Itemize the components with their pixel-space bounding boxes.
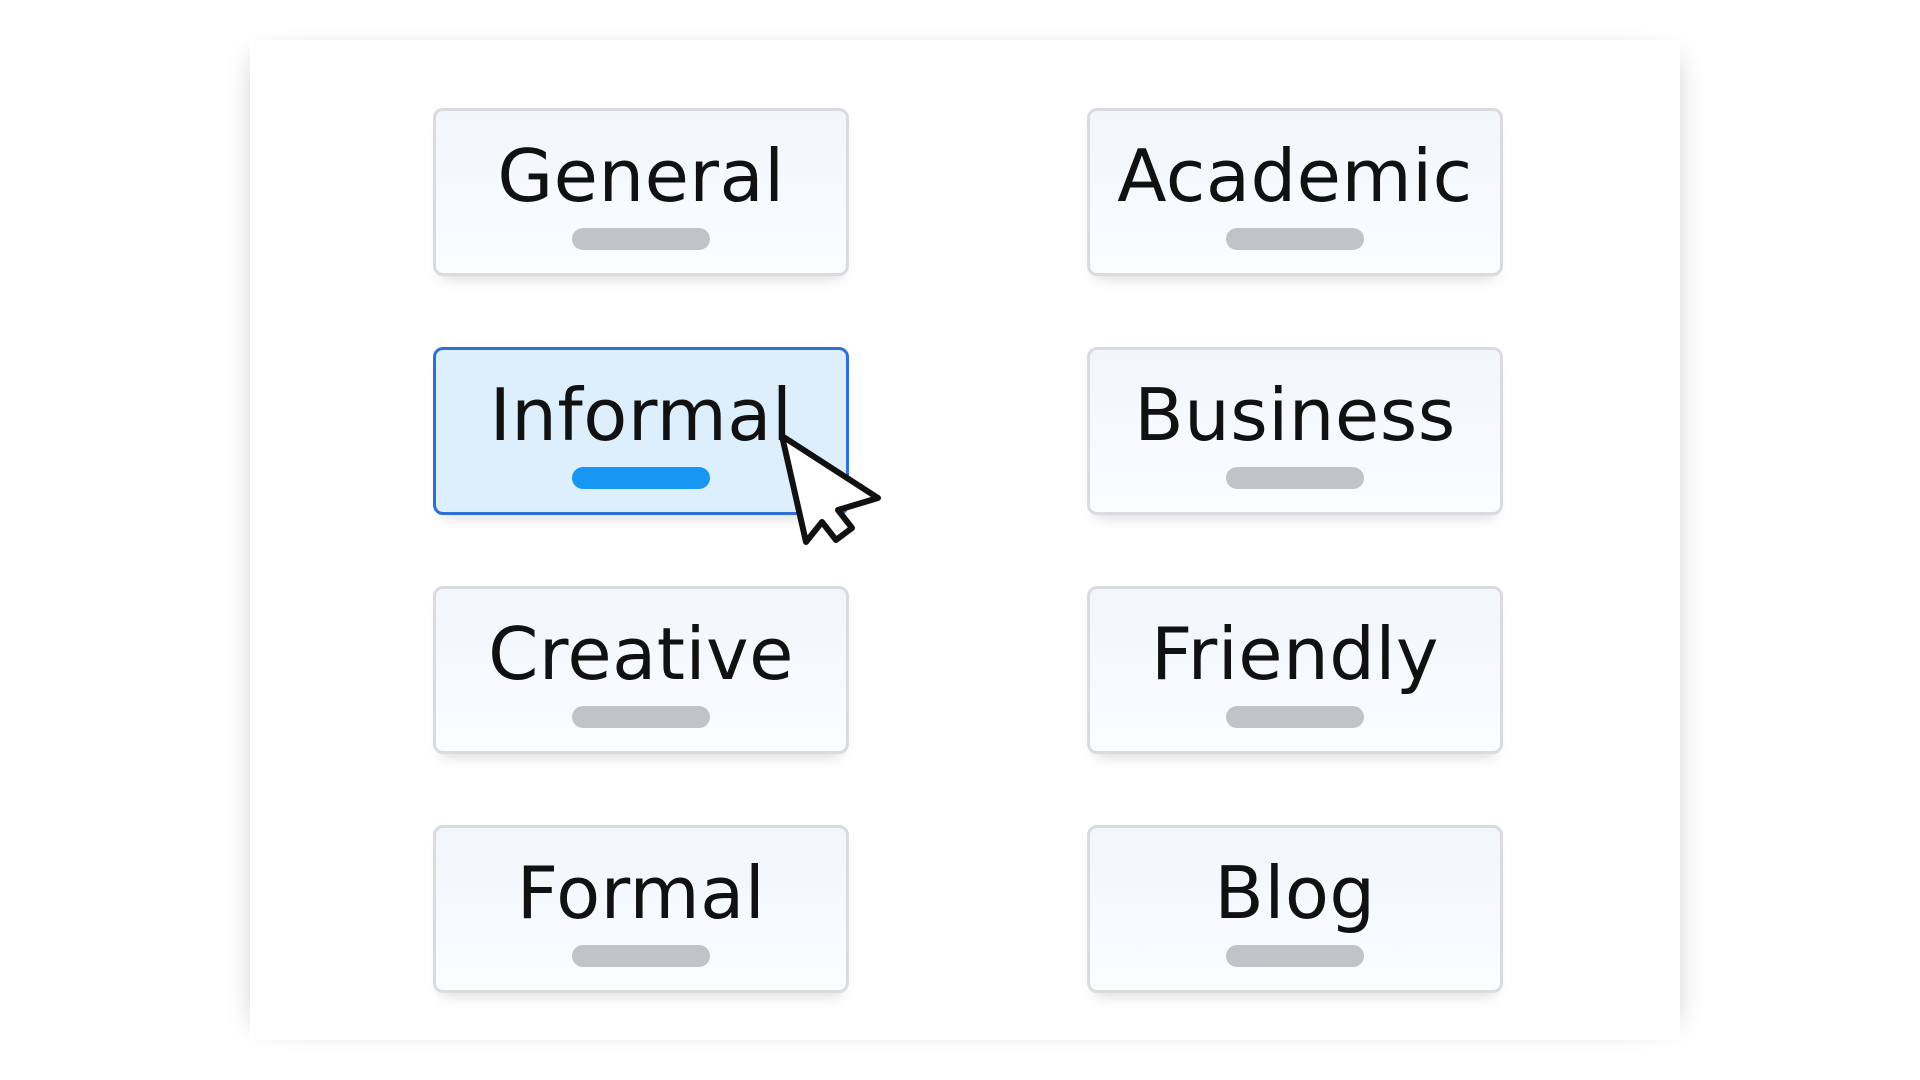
tone-option-business[interactable]: Business [1087,347,1503,515]
tone-indicator-bar [1226,945,1364,967]
tone-label: Business [1134,373,1456,457]
tone-label: Informal [489,373,793,457]
tone-label: Formal [516,851,766,935]
tone-indicator-bar [572,706,710,728]
tone-label: Friendly [1150,612,1440,696]
tone-option-general[interactable]: General [433,108,849,276]
tone-option-creative[interactable]: Creative [433,586,849,754]
tone-grid: General Academic Informal Business Creat… [433,108,1503,993]
tone-option-friendly[interactable]: Friendly [1087,586,1503,754]
tone-indicator-bar [572,228,710,250]
tone-indicator-bar [1226,706,1364,728]
tone-indicator-bar [572,945,710,967]
tone-label: Academic [1117,134,1473,218]
tone-option-academic[interactable]: Academic [1087,108,1503,276]
tone-option-informal[interactable]: Informal [433,347,849,515]
tone-option-formal[interactable]: Formal [433,825,849,993]
tone-label: Blog [1214,851,1376,935]
tone-indicator-bar [572,467,710,489]
tone-indicator-bar [1226,467,1364,489]
tone-indicator-bar [1226,228,1364,250]
tone-label: General [497,134,785,218]
tone-option-blog[interactable]: Blog [1087,825,1503,993]
tone-label: Creative [488,612,794,696]
